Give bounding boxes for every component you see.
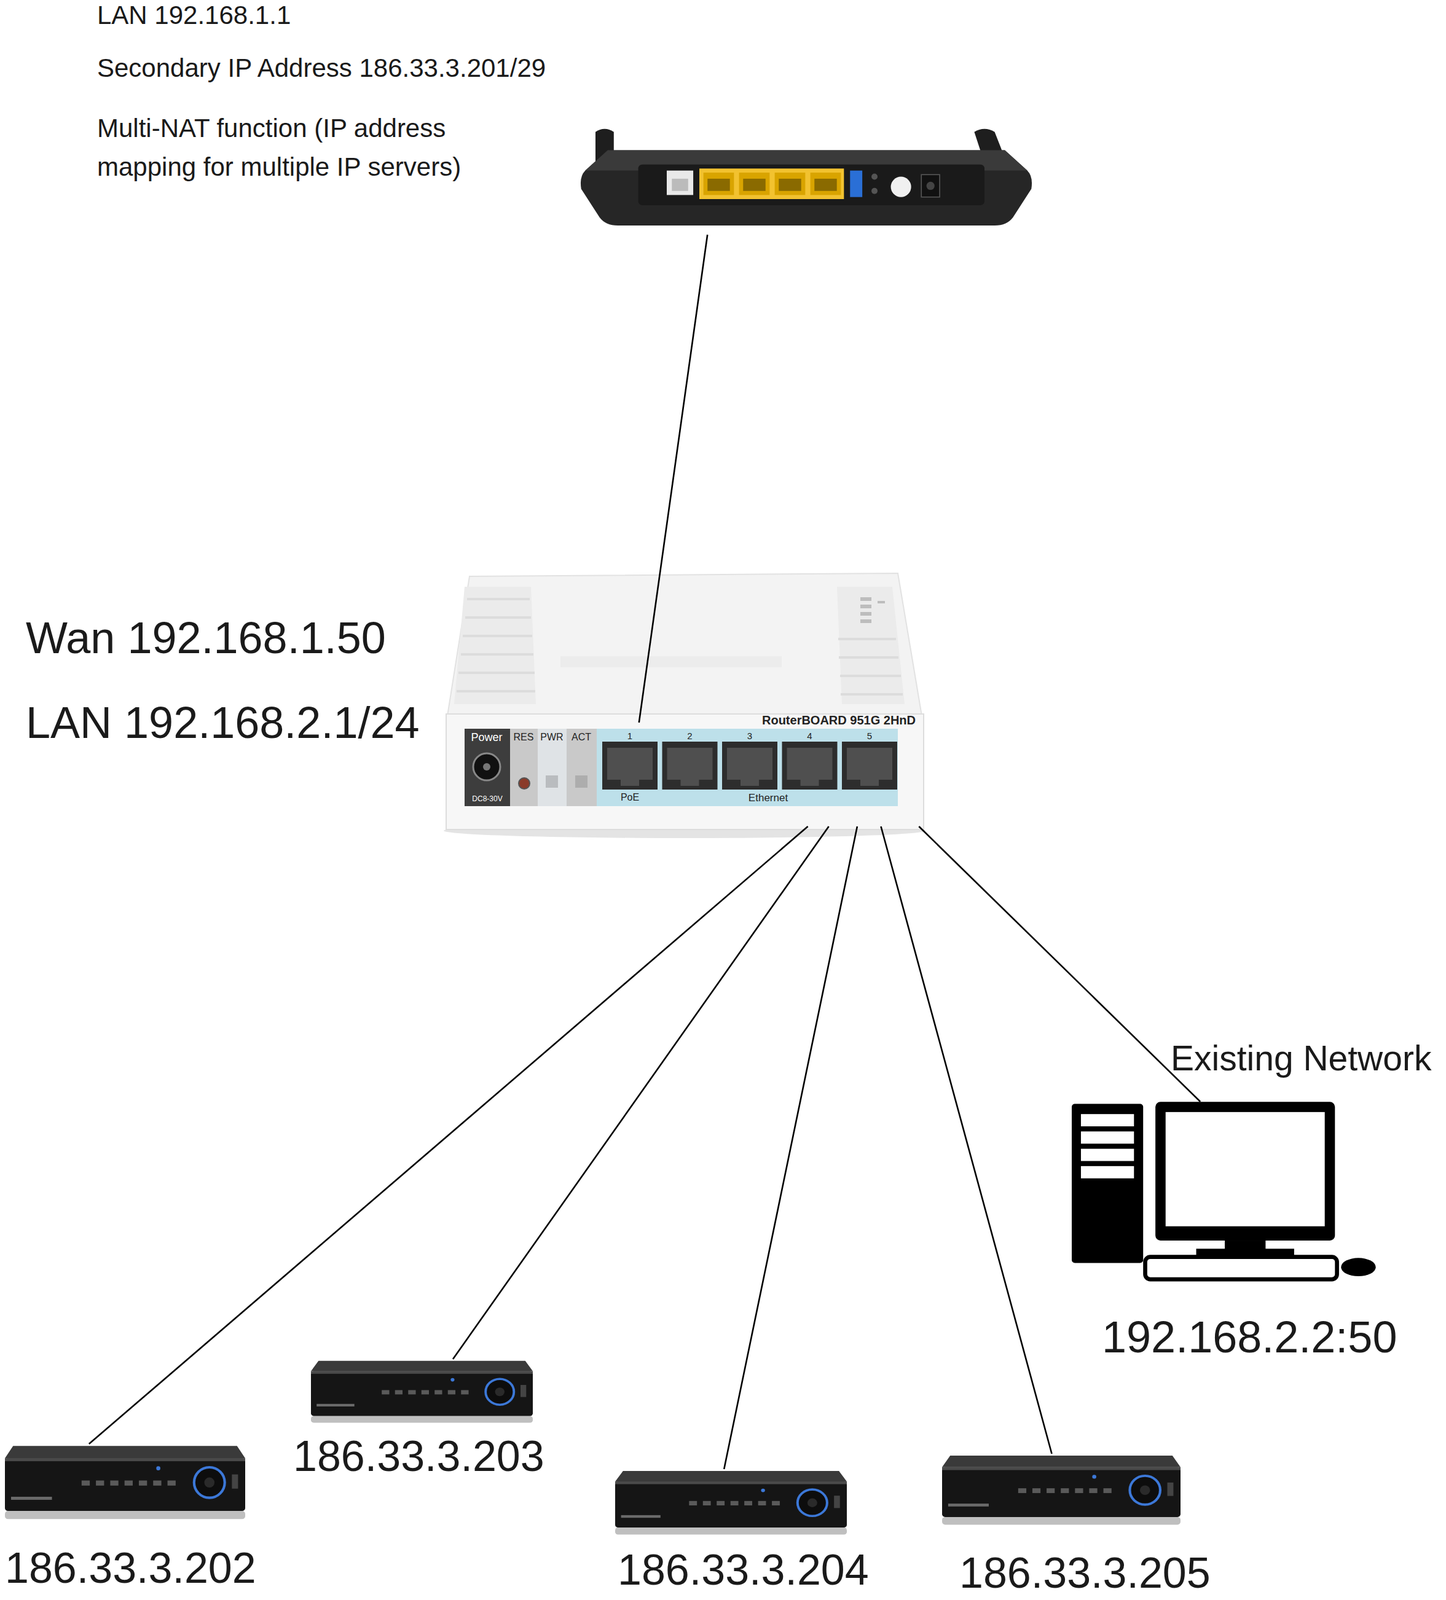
network-cable [881, 826, 1053, 1454]
ethernet-ports [602, 741, 898, 790]
adsl-router-drawing [580, 129, 1032, 226]
router-body [580, 149, 1032, 226]
dvr-drawing [942, 1455, 1181, 1525]
power-area [464, 728, 511, 807]
vent-slots [456, 599, 903, 695]
panel-label: DC8-30V [471, 795, 503, 803]
power-jack-hole [926, 181, 935, 190]
device-label: LAN 192.168.1.1 [97, 0, 291, 31]
device-label: Existing Network [1170, 1037, 1432, 1080]
panel-label: ACT [571, 732, 592, 743]
lan-port [739, 172, 771, 195]
device-detail: 192.168.2.2:50 [1101, 1313, 1397, 1362]
dvr-recorder: 186.33.3.204 [615, 1469, 847, 1536]
device-detail: Multi-NAT function (IP address mapping f… [97, 108, 528, 187]
dvr-drawing [310, 1361, 533, 1424]
power-jack [921, 174, 940, 197]
device-label: Wan 192.168.1.50 [25, 611, 386, 665]
drive-bay [1080, 1114, 1134, 1127]
power-jack [473, 753, 501, 781]
monitor-frame [1155, 1101, 1335, 1241]
vent-area [454, 586, 536, 705]
led [871, 173, 878, 181]
phone-port-inner [671, 178, 689, 192]
lan-port-inner [707, 178, 730, 192]
lan-port-inner [742, 178, 766, 192]
lan-port-inner [814, 178, 837, 192]
device-label: 186.33.3.202 [4, 1544, 257, 1593]
usb-port [849, 170, 863, 198]
dvr-recorder: 186.33.3.202 [4, 1444, 246, 1521]
power-button [891, 176, 912, 198]
pwr-area [537, 728, 567, 807]
monitor-screen [1165, 1112, 1325, 1227]
dvr-recorder: 186.33.3.203 [310, 1359, 533, 1424]
dvr-recorder: 186.33.3.205 [942, 1453, 1181, 1526]
computer-drawing [1071, 1101, 1376, 1280]
phone-port [666, 170, 694, 196]
adsl-router: LAN 192.168.1.1Secondary IP Address 186.… [576, 127, 1037, 235]
power-pin [483, 763, 491, 771]
reset-area [510, 728, 538, 807]
act-led [575, 775, 588, 788]
monitor-base [1196, 1248, 1295, 1257]
device-label: 186.33.3.205 [959, 1549, 1211, 1598]
device-label: 186.33.3.204 [617, 1546, 869, 1595]
device-detail: Secondary IP Address 186.33.3.201/29 [97, 52, 546, 84]
panel-label: RouterBOARD 951G 2HnD [762, 714, 916, 727]
vent-area [836, 586, 905, 705]
panel-label: Power [470, 731, 503, 743]
router-panel [638, 164, 985, 206]
panel-label: 2 [687, 731, 692, 741]
panel-label: 3 [747, 731, 753, 741]
device-detail: LAN 192.168.2.1/24 [25, 696, 420, 750]
panel-label: 1 [627, 731, 633, 741]
drive-bay [1080, 1166, 1134, 1179]
panel-label: RES [513, 732, 535, 743]
keyboard [1145, 1257, 1338, 1281]
lan-port [703, 172, 735, 195]
device-label: 186.33.3.203 [293, 1433, 545, 1481]
lan-port [810, 172, 842, 195]
device-top [447, 573, 922, 716]
drive-bay [1080, 1131, 1134, 1144]
panel-label: 5 [867, 731, 873, 741]
port-strip [596, 728, 898, 807]
panel-label: Ethernet [748, 792, 788, 804]
desktop-computer: Existing Network192.168.2.2:50 [1071, 1101, 1378, 1284]
act-area [566, 728, 597, 807]
network-cable [723, 826, 858, 1470]
lan-port-inner [778, 178, 801, 192]
lan-port [774, 172, 806, 195]
embossed-logo [560, 656, 782, 668]
drive-bay [1080, 1149, 1134, 1162]
pc-tower [1071, 1104, 1144, 1264]
lan-port-block [699, 168, 844, 200]
dvr-drawing [615, 1471, 847, 1536]
pwr-led [545, 775, 558, 788]
network-cable [452, 826, 830, 1360]
network-cable [639, 234, 708, 723]
panel-label: PoE [620, 792, 640, 803]
mouse [1340, 1257, 1376, 1277]
routerboard-drawing [443, 573, 926, 839]
panel-label: PWR [540, 732, 563, 743]
panel-label: 4 [806, 731, 812, 741]
status-leds [860, 597, 885, 624]
led [871, 188, 878, 195]
network-cable [918, 826, 1201, 1102]
reset-button [518, 778, 530, 790]
network-cable [89, 826, 809, 1445]
device-front [446, 714, 924, 830]
dvr-drawing [4, 1446, 246, 1520]
